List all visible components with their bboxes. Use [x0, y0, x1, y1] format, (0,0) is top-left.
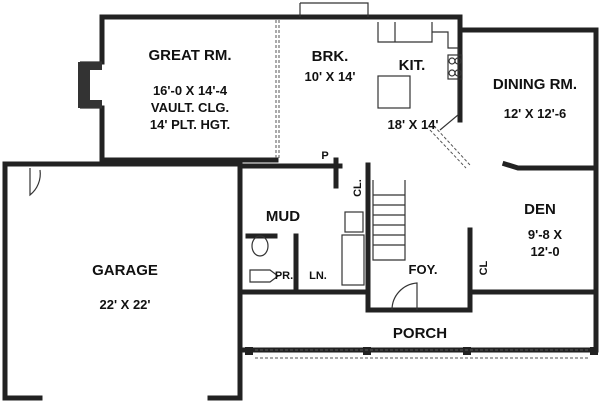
room-dim-brk: 10' X 14' — [304, 69, 356, 84]
room-name-foy: FOY. — [408, 262, 438, 277]
room-name-garage: GARAGE — [92, 262, 158, 279]
room-name-pr: PR. — [274, 270, 294, 282]
room-name-dining: DINING RM. — [492, 76, 578, 93]
kitchen-walls — [273, 14, 599, 173]
room-name-cl-den: CL — [477, 260, 490, 276]
room-name-ln: LN. — [309, 270, 327, 282]
room-name-kit: KIT. — [398, 57, 426, 74]
mud-walls — [237, 157, 371, 313]
room-dim-dining: 12' X 12'-6 — [503, 106, 567, 121]
room-dim-great-1: 16'-0 X 14'-4 — [152, 83, 228, 98]
room-dim-great-2: VAULT. CLG. — [150, 100, 230, 115]
room-name-den: DEN — [524, 201, 556, 218]
room-name-pantry: P — [321, 150, 329, 162]
room-dim-kit: 18' X 14' — [387, 117, 439, 132]
room-dim-den-1: 9'-8 X — [527, 227, 563, 242]
room-name-cl-mud: CL. — [351, 179, 364, 197]
room-dim-great-3: 14' PLT. HGT. — [149, 117, 231, 132]
foyer-walls — [365, 227, 501, 313]
room-dim-den-2: 12'-0 — [530, 244, 560, 259]
room-name-porch: PORCH — [392, 325, 448, 342]
room-name-mud: MUD — [265, 208, 301, 225]
room-dim-garage: 22' X 22' — [99, 297, 151, 312]
room-name-great: GREAT RM. — [148, 47, 232, 64]
room-name-brk: BRK. — [311, 48, 349, 65]
